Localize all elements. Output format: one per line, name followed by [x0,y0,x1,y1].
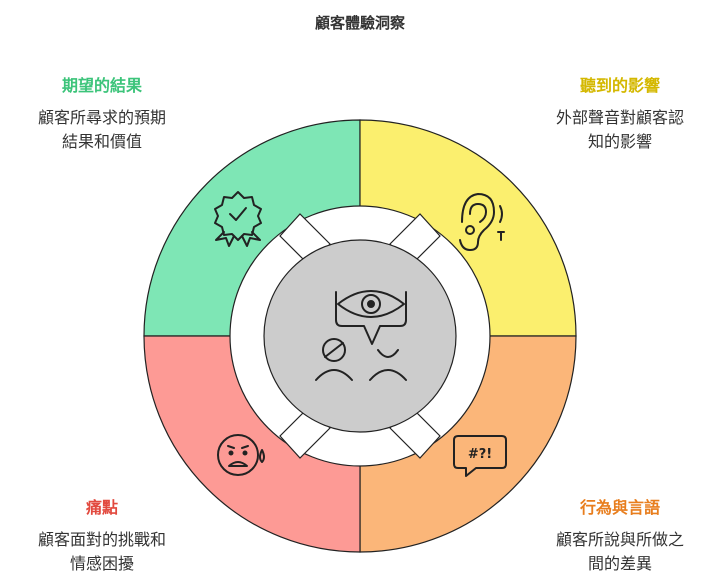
desc-expected-outcome-line1: 顧客所尋求的預期 [37,108,166,127]
desc-behavior-speech-line2: 間的差異 [587,554,652,573]
speech-symbols-text: #?! [468,447,492,462]
center-circle [263,239,457,433]
label-pain-points: 痛點 [85,498,118,517]
desc-expected-outcome: 顧客所尋求的預期 結果和價值 [12,106,192,154]
desc-pain-points-line2: 情感困擾 [69,554,134,573]
label-expected-outcome: 期望的結果 [61,76,142,95]
desc-pain-points: 顧客面對的挑戰和 情感困擾 [12,528,192,576]
sad-face-icon [217,434,265,476]
diagram-title: 顧客體驗洞察 [314,14,405,32]
label-behavior-speech: 行為與言語 [579,498,660,517]
desc-behavior-speech-line1: 顧客所說與所做之 [555,530,684,549]
desc-heard-influence: 外部聲音對顧客認 知的影響 [530,106,710,154]
desc-behavior-speech: 顧客所說與所做之 間的差異 [530,528,710,576]
rosette-check-icon [214,191,262,247]
desc-expected-outcome-line2: 結果和價值 [61,132,142,151]
desc-pain-points-line1: 顧客面對的挑戰和 [37,530,166,549]
desc-heard-influence-line1: 外部聲音對顧客認 [555,108,684,127]
desc-heard-influence-line2: 知的影響 [587,132,652,151]
speech-symbols-icon: #?! [453,435,507,477]
eye-insight-icon [315,290,407,381]
ear-sound-icon [459,193,505,251]
label-heard-influence: 聽到的影響 [579,76,660,95]
